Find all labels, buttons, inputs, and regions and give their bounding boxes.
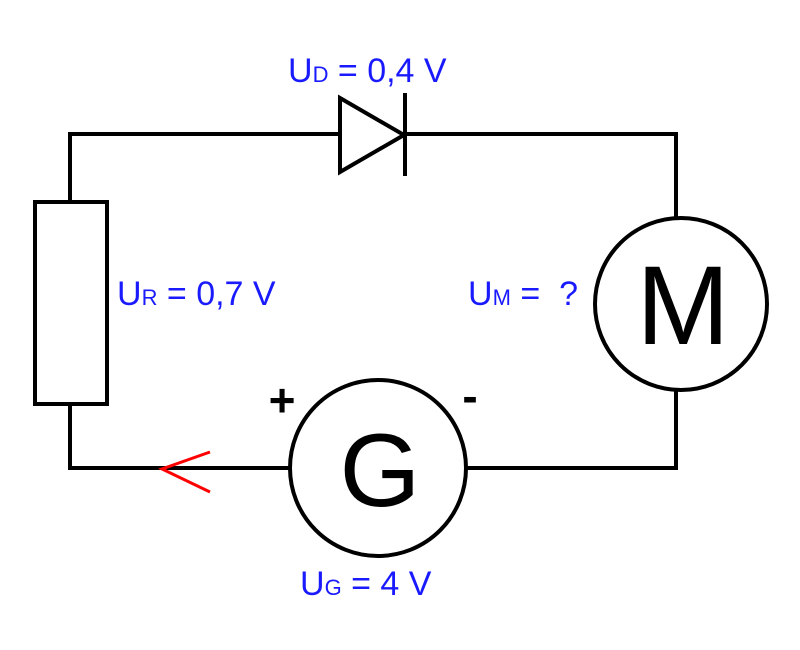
generator-voltage-label: UG = 4 V bbox=[300, 565, 432, 603]
generator: G + - bbox=[269, 370, 478, 558]
generator-voltage-value: = 4 V bbox=[342, 565, 432, 603]
generator-voltage-symbol: U bbox=[300, 565, 325, 603]
motor-voltage-subscript: M bbox=[493, 285, 511, 310]
diode-voltage-symbol: U bbox=[288, 52, 313, 90]
resistor bbox=[33, 200, 109, 406]
generator-minus-sign: - bbox=[462, 370, 477, 422]
diode-voltage-label: UD = 0,4 V bbox=[288, 52, 447, 90]
motor-circle bbox=[593, 216, 769, 392]
generator-letter: G bbox=[340, 413, 421, 529]
motor: M bbox=[593, 216, 769, 392]
current-arrow bbox=[158, 450, 211, 494]
generator-plus-sign: + bbox=[269, 374, 296, 426]
motor-letter: M bbox=[636, 243, 729, 368]
wire-right-lower bbox=[464, 388, 678, 470]
resistor-voltage-value: = 0,7 V bbox=[157, 275, 275, 313]
diode-triangle bbox=[338, 94, 408, 176]
generator-voltage-subscript: G bbox=[325, 575, 342, 600]
diode bbox=[338, 93, 408, 176]
motor-voltage-value: = ? bbox=[511, 275, 578, 313]
resistor-voltage-subscript: R bbox=[142, 285, 158, 310]
diode-voltage-subscript: D bbox=[313, 62, 329, 87]
motor-voltage-label: UM = ? bbox=[468, 275, 578, 313]
diode-voltage-value: = 0,4 V bbox=[328, 52, 446, 90]
motor-voltage-symbol: U bbox=[468, 275, 493, 313]
generator-circle bbox=[288, 378, 468, 558]
resistor-voltage-label: UR = 0,7 V bbox=[117, 275, 276, 313]
wire-bottom-left bbox=[68, 402, 292, 470]
wire-top-right bbox=[403, 132, 678, 220]
wire-top-left bbox=[68, 132, 342, 204]
resistor-voltage-symbol: U bbox=[117, 275, 142, 313]
circuit-wires bbox=[68, 132, 678, 470]
